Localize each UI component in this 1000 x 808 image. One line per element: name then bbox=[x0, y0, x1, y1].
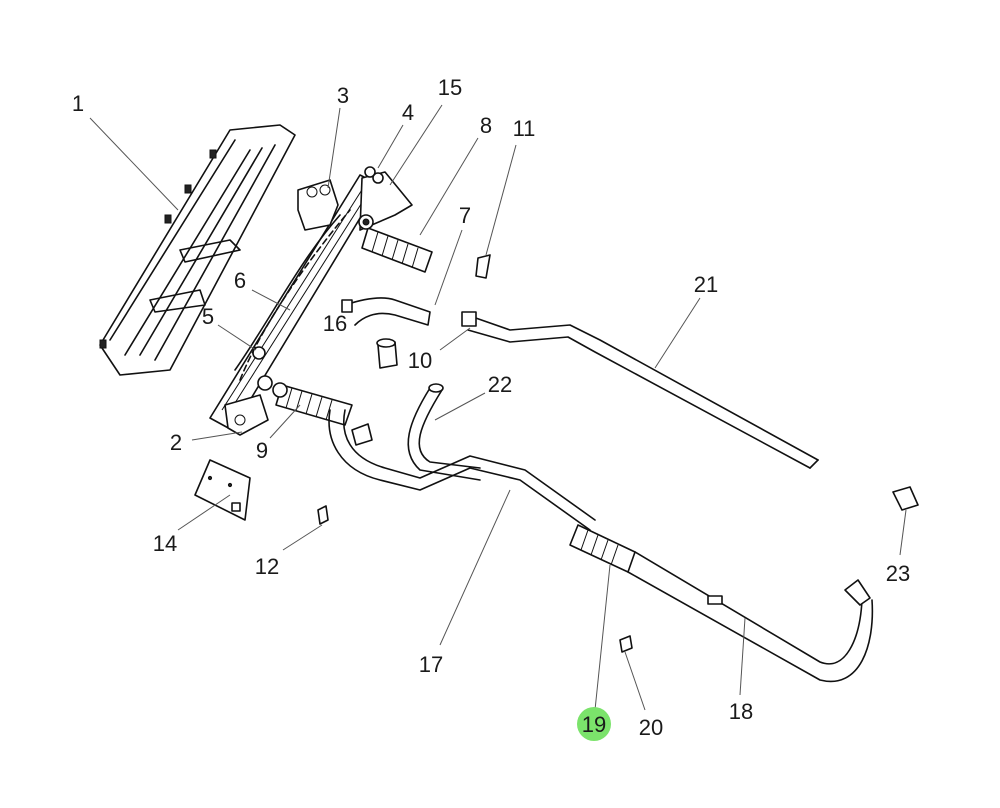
part-18-pipe bbox=[627, 551, 874, 683]
part-15-bracket bbox=[359, 166, 413, 231]
part-11-sensor bbox=[475, 254, 491, 279]
callout-15[interactable]: 15 bbox=[437, 75, 463, 100]
callout-17[interactable]: 17 bbox=[418, 652, 444, 677]
callout-11[interactable]: 11 bbox=[512, 116, 536, 141]
part-17-pipe bbox=[328, 409, 596, 531]
callout-8[interactable]: 8 bbox=[479, 113, 493, 138]
part-1-radiator-frame bbox=[99, 124, 296, 376]
callout-4[interactable]: 4 bbox=[401, 100, 415, 125]
callout-18[interactable]: 18 bbox=[728, 699, 754, 724]
part-16-sleeve bbox=[376, 338, 398, 369]
part-22-pipe bbox=[407, 383, 481, 481]
callout-5[interactable]: 5 bbox=[201, 304, 215, 329]
callout-10[interactable]: 10 bbox=[407, 348, 433, 373]
part-14-plate bbox=[194, 459, 251, 521]
callout-22[interactable]: 22 bbox=[487, 372, 513, 397]
callout-23[interactable]: 23 bbox=[885, 561, 911, 586]
callout-7[interactable]: 7 bbox=[458, 203, 472, 228]
part-23-block bbox=[892, 486, 919, 511]
callout-2[interactable]: 2 bbox=[169, 430, 183, 455]
callout-14[interactable]: 14 bbox=[152, 531, 178, 556]
callout-9[interactable]: 9 bbox=[255, 438, 269, 463]
callout-19[interactable]: 19 bbox=[581, 712, 607, 737]
callout-highlight-19 bbox=[577, 707, 611, 741]
callout-20[interactable]: 20 bbox=[638, 715, 664, 740]
callout-6[interactable]: 6 bbox=[233, 268, 247, 293]
part-20-clip bbox=[619, 635, 633, 653]
part-19-coupling bbox=[569, 524, 636, 573]
callout-3[interactable]: 3 bbox=[336, 83, 350, 108]
part-7-hose bbox=[341, 297, 431, 326]
leader-lines bbox=[89, 104, 907, 711]
callout-12[interactable]: 12 bbox=[254, 554, 280, 579]
part-12-clip bbox=[317, 505, 329, 525]
part-8-bellows-hose bbox=[358, 214, 433, 273]
part-21-pipe bbox=[461, 311, 819, 469]
callout-21[interactable]: 21 bbox=[693, 272, 719, 297]
callout-1[interactable]: 1 bbox=[71, 91, 85, 116]
callout-16[interactable]: 16 bbox=[322, 311, 348, 336]
part-9-bellows-hose bbox=[257, 375, 353, 426]
